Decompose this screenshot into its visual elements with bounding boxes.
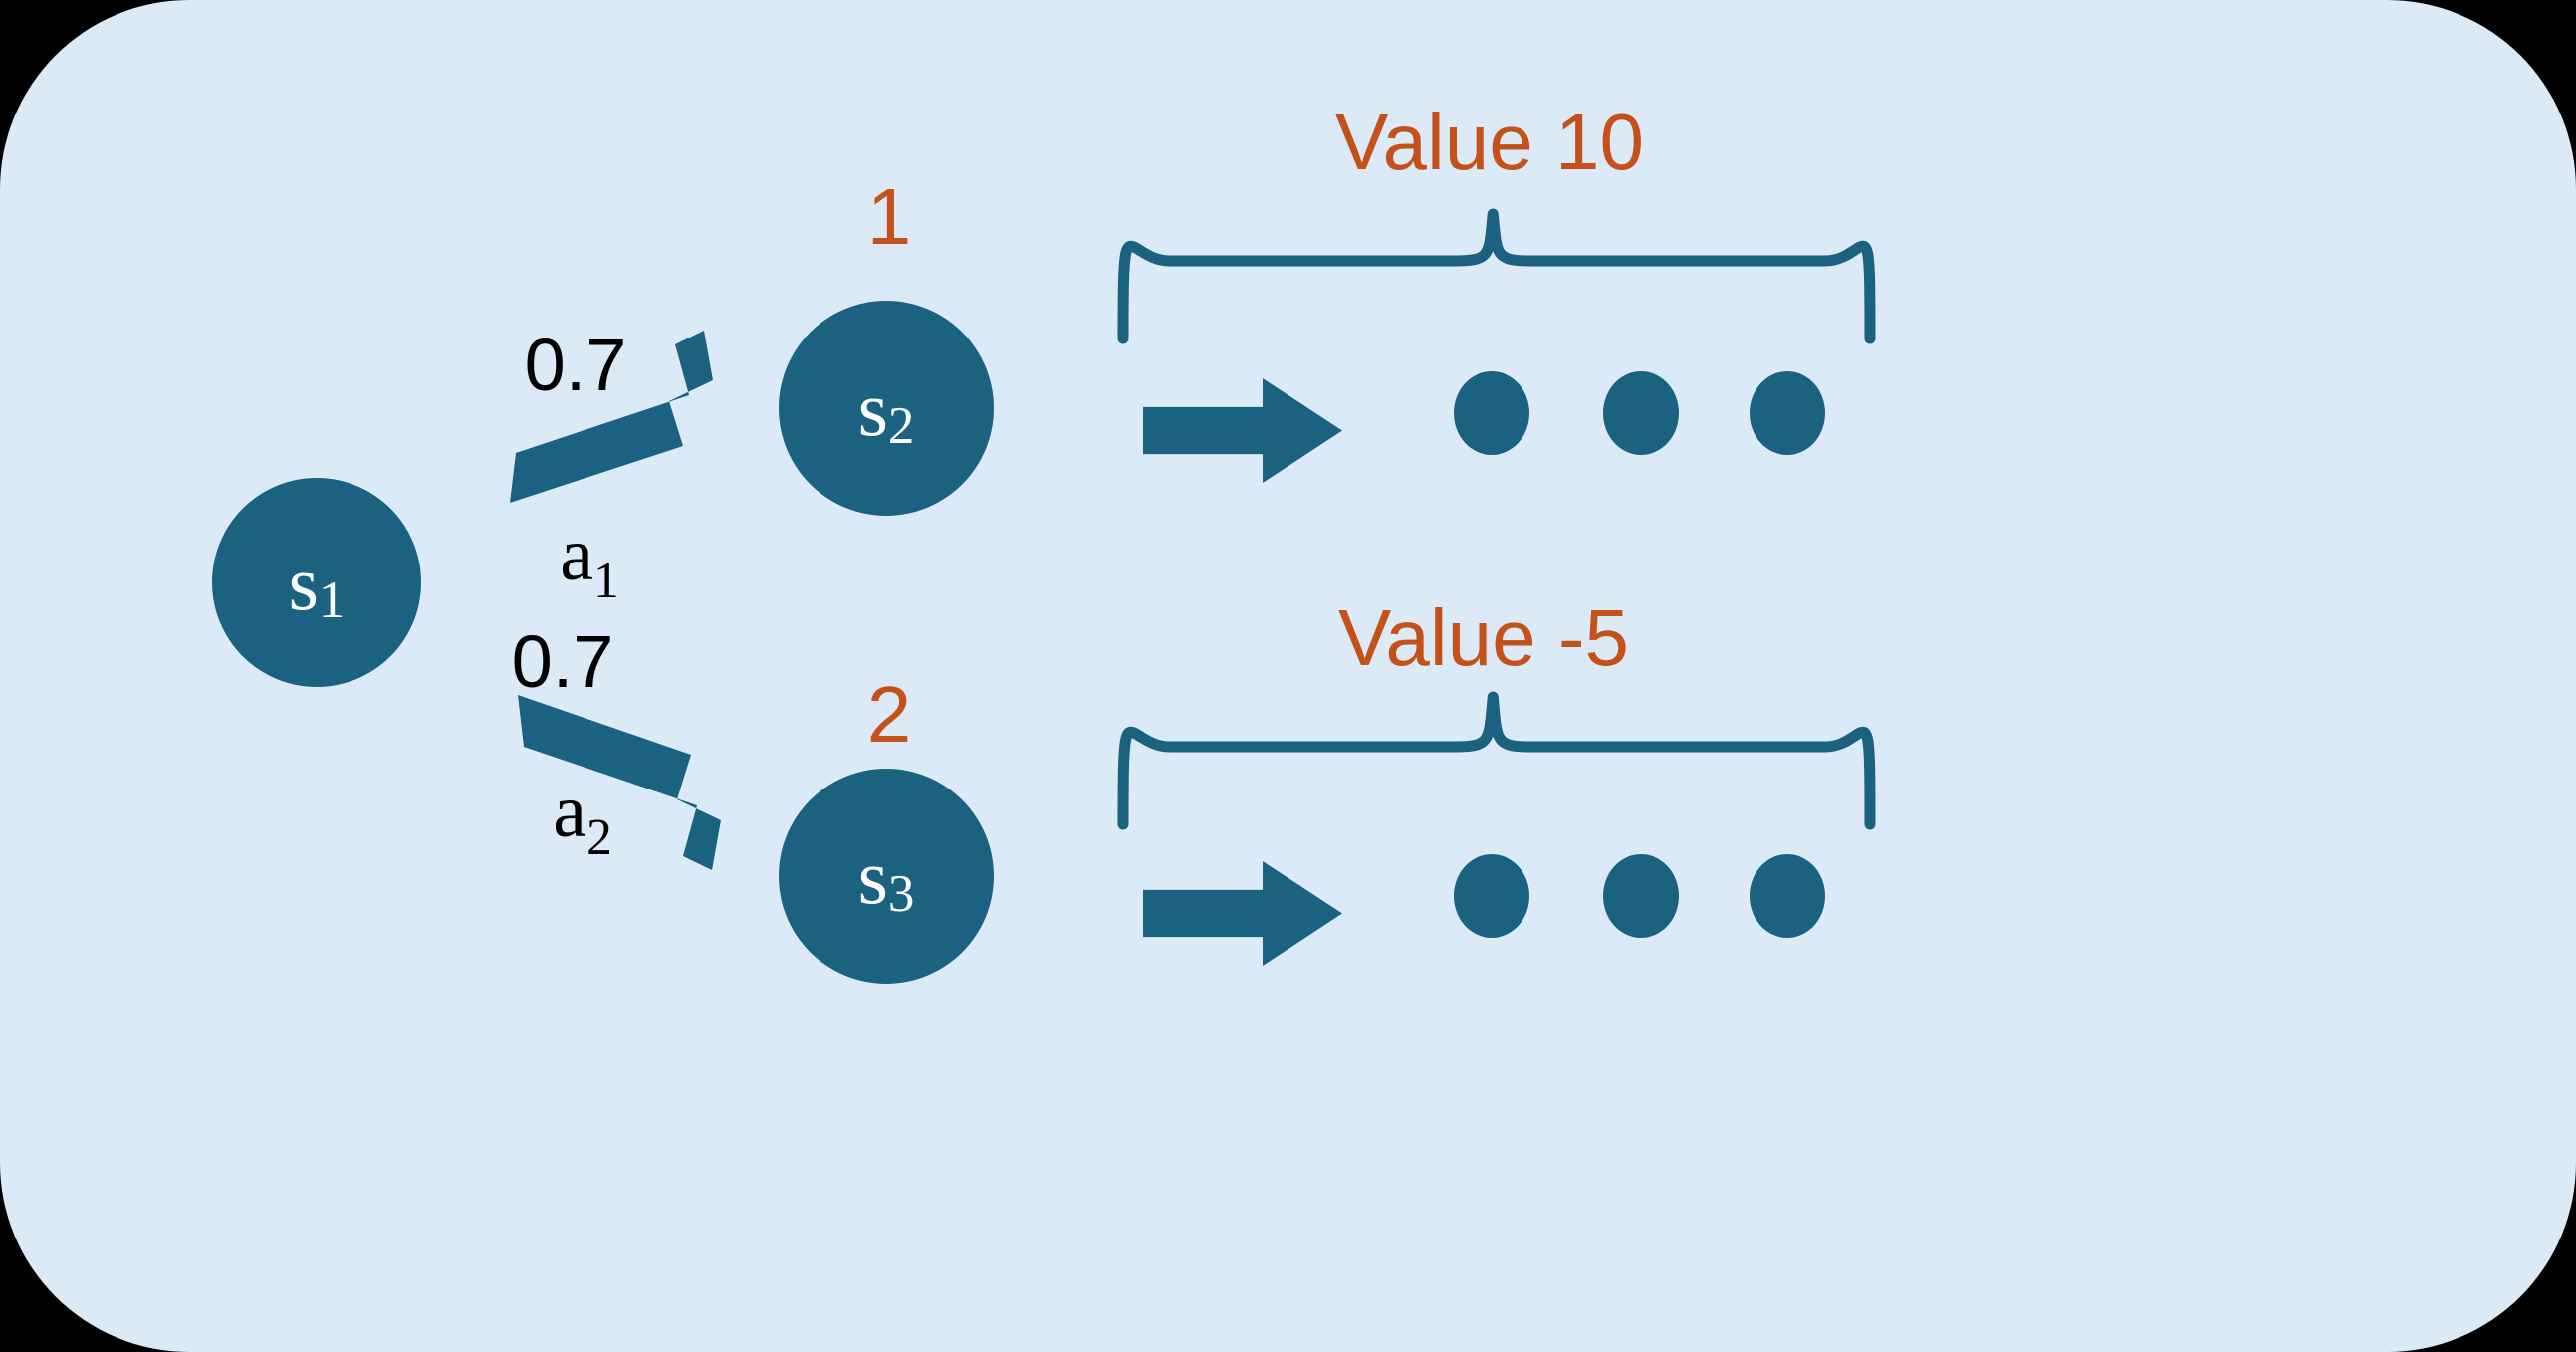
- trajectory-value-top: Value 10: [1335, 98, 1644, 186]
- trajectory-dot: [1603, 854, 1679, 938]
- trajectory-dot: [1454, 854, 1529, 938]
- trajectory-dot: [1603, 371, 1679, 455]
- edge-probability-a1: 0.7: [525, 324, 627, 406]
- state-node-s2-label: s2: [858, 365, 915, 456]
- state-node-s2[interactable]: s2: [779, 301, 994, 516]
- trajectory-dot: [1454, 371, 1529, 455]
- reward-label-s3: 2: [867, 670, 912, 759]
- trajectory-dot: [1750, 854, 1825, 938]
- state-node-s1[interactable]: s1: [212, 478, 421, 687]
- edge-action-label-a2: a2: [553, 770, 612, 866]
- transition-arrow-a2: [518, 695, 721, 870]
- state-node-s1-label: s1: [289, 540, 346, 630]
- trajectory-value-bottom: Value -5: [1338, 593, 1629, 682]
- state-node-s3-label: s3: [858, 833, 915, 924]
- reward-label-s2: 1: [867, 172, 912, 261]
- brace-top: [1117, 208, 1876, 344]
- edge-probability-a2: 0.7: [512, 620, 614, 703]
- trajectory-arrow-top: [1143, 378, 1342, 483]
- trajectory-dot: [1750, 371, 1825, 455]
- edge-action-label-a1: a1: [560, 513, 619, 609]
- state-node-s3[interactable]: s3: [779, 769, 994, 984]
- brace-bottom: [1117, 691, 1876, 830]
- trajectory-arrow-bottom: [1143, 861, 1342, 966]
- transition-arrow-a1: [510, 331, 713, 503]
